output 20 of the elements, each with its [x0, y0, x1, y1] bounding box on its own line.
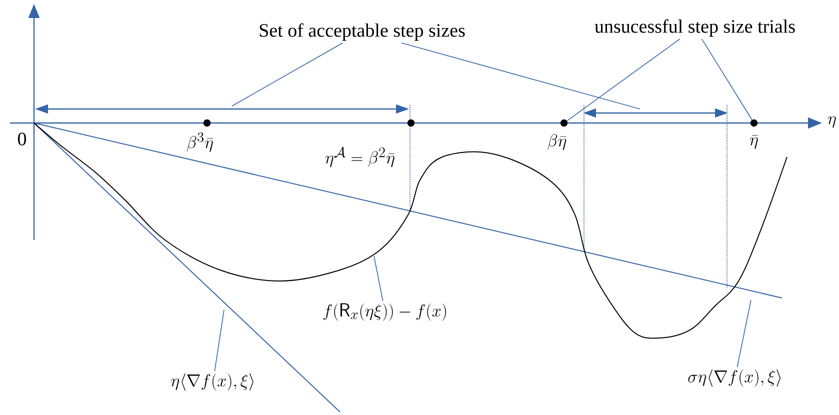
- leader-line: [736, 300, 752, 368]
- leader-line: [232, 42, 344, 106]
- point-label: $\beta\bar{\eta}$: [548, 134, 566, 150]
- formula-label: $f(\mathsf{R}_x(\eta\xi))-f(x)$: [323, 303, 446, 321]
- leader-line: [401, 42, 640, 110]
- leader-line: [214, 310, 224, 372]
- axis-label: 0: [18, 132, 26, 146]
- leader-line: [374, 256, 384, 302]
- caption-text: unsucessful step size trials: [594, 19, 795, 37]
- formula-label: $\sigma\eta\langle\nabla f(x),\xi\rangle$: [688, 369, 781, 387]
- caption-text: Set of acceptable step sizes: [260, 23, 465, 41]
- point-marker: [750, 119, 758, 127]
- leader-line: [701, 38, 752, 120]
- axis-label: $\eta$: [828, 116, 836, 128]
- leader-line: [566, 38, 680, 122]
- formula-label: $\eta\langle\nabla f(x),\xi\rangle$: [171, 373, 254, 391]
- axis-label: $\eta^{\mathcal{A}}=\beta^2\bar{\eta}$: [325, 146, 394, 168]
- axis-label: $\beta^3\bar{\eta}$: [187, 132, 213, 152]
- point-label: $\bar{\eta}$: [750, 135, 758, 149]
- point-marker: [560, 119, 568, 127]
